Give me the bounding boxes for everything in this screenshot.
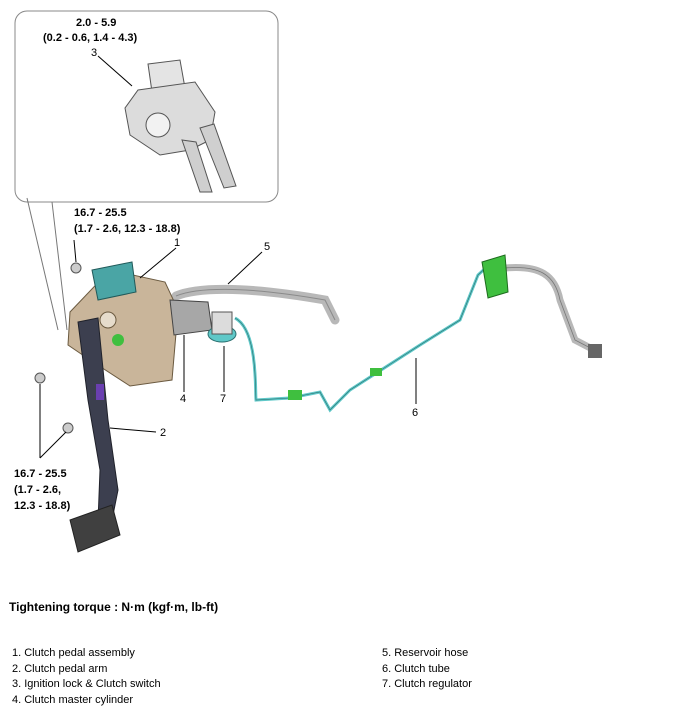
legend-item: 1. Clutch pedal assembly <box>12 647 135 659</box>
torque-lower-line3: 12.3 - 18.8) <box>14 500 71 512</box>
callout-3: 3 <box>91 47 97 59</box>
legend-left: 1. Clutch pedal assembly 2. Clutch pedal… <box>12 646 161 708</box>
clutch-pedal-arm <box>69 317 121 553</box>
callout-1: 1 <box>174 237 180 249</box>
legend-item: 3. Ignition lock & Clutch switch <box>12 678 161 690</box>
inset-leader-left <box>26 197 59 331</box>
torque-switch-line2: (0.2 - 0.6, 1.4 - 4.3) <box>43 32 137 44</box>
clutch-regulator <box>207 311 237 343</box>
clutch-tube <box>234 260 494 413</box>
callout-4: 4 <box>180 393 186 405</box>
clutch-system-diagram: 3 1 5 4 7 6 2 2.0 - 5.9 (0.2 - 0.6, 1.4 … <box>14 10 602 553</box>
callout-7: 7 <box>220 393 226 405</box>
callout-6: 6 <box>412 407 418 419</box>
callout-2: 2 <box>160 427 166 439</box>
torque-switch-line1: 2.0 - 5.9 <box>76 17 116 29</box>
legend-item: 7. Clutch regulator <box>382 678 472 690</box>
legend-right: 5. Reservoir hose 6. Clutch tube 7. Clut… <box>382 646 472 693</box>
legend-item: 6. Clutch tube <box>382 662 450 675</box>
legend-item: 4. Clutch master cylinder <box>12 693 134 706</box>
torque-bracket-line1: 16.7 - 25.5 <box>74 207 127 219</box>
clutch-switch-drawing <box>124 59 237 193</box>
legend-item: 5. Reservoir hose <box>382 647 469 659</box>
torque-bracket-line2: (1.7 - 2.6, 12.3 - 18.8) <box>74 223 181 235</box>
master-cylinder <box>169 299 213 336</box>
torque-title: Tightening torque : N·m (kgf·m, lb-ft) <box>9 600 219 614</box>
callout-5: 5 <box>264 241 270 253</box>
legend-item: 2. Clutch pedal arm <box>12 662 108 675</box>
inset-leader-right <box>51 201 68 331</box>
torque-lower-line1: 16.7 - 25.5 <box>14 468 67 480</box>
torque-lower-line2: (1.7 - 2.6, <box>14 484 61 496</box>
